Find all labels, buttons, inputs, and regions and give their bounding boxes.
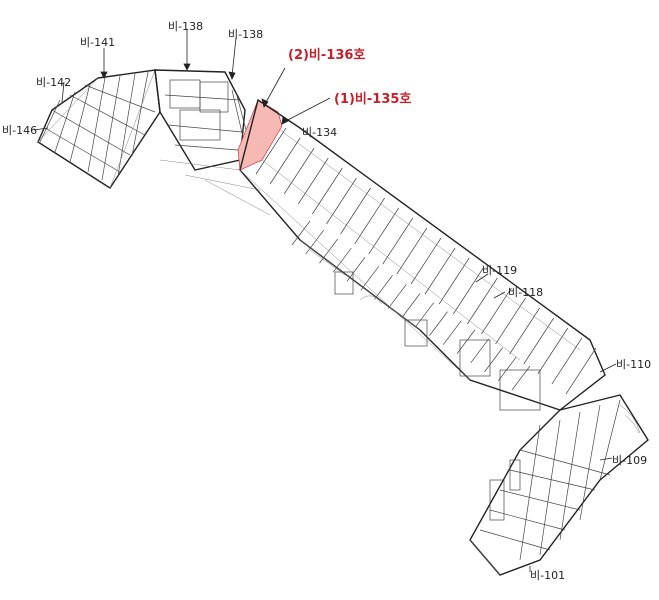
unit-divider [424,247,456,295]
unit-divider-inner [332,247,352,273]
label-unit-135: (1)비-135호 [334,92,412,107]
unit-divider-inner [484,347,503,373]
unit-divider [255,127,287,175]
label-b134: 비-134 [302,126,338,139]
label-b138-left: 비-138 [168,20,204,33]
label-b109: 비-109 [612,454,648,467]
unit-divider [410,237,442,285]
unit-divider-inner [374,275,393,300]
south-wing [459,339,649,576]
unit-divider-inner [511,365,531,391]
label-b101: 비-101 [530,569,566,582]
label-b110: 비-110 [616,358,652,371]
unit-divider-inner [429,311,448,336]
unit-divider [495,297,526,345]
unit-divider [523,317,555,365]
label-leaders [33,30,617,572]
label-b138-right: 비-138 [228,28,264,41]
label-b118: 비-118 [508,286,544,299]
unit-divider [354,197,385,245]
unit-divider-inner [319,238,338,264]
unit-divider-inner [291,220,311,246]
unit-divider [297,157,329,205]
unit-divider-inner [497,356,517,382]
unit-divider [326,177,357,225]
west-wing [37,69,161,189]
unit-divider [537,327,569,375]
unit-divider-inner [305,229,325,255]
unit-divider [565,347,597,395]
unit-divider-inner [401,293,421,318]
unit-divider [382,217,414,265]
label-b146: 비-146 [2,124,38,137]
label-b141: 비-141 [80,36,116,49]
unit-divider [396,227,428,275]
unit-divider-inner [470,338,490,364]
unit-divider [481,287,512,335]
unit-divider-inner [415,302,435,327]
unit-divider [269,137,301,185]
label-unit-136: (2)비-136호 [288,48,366,63]
main-diagonal-wing [239,98,606,411]
label-b142: 비-142 [36,76,72,89]
unit-divider-inner [442,320,462,345]
unit-divider-inner [360,266,380,291]
unit-divider [283,147,315,195]
unit-divider [312,167,343,215]
unit-divider-inner [387,284,407,309]
label-b119: 비-119 [482,264,518,277]
unit-divider [509,307,540,355]
unit-divider-inner [346,257,366,282]
unit-divider [340,187,371,235]
unit-divider [438,257,470,305]
unit-divider [551,337,583,385]
